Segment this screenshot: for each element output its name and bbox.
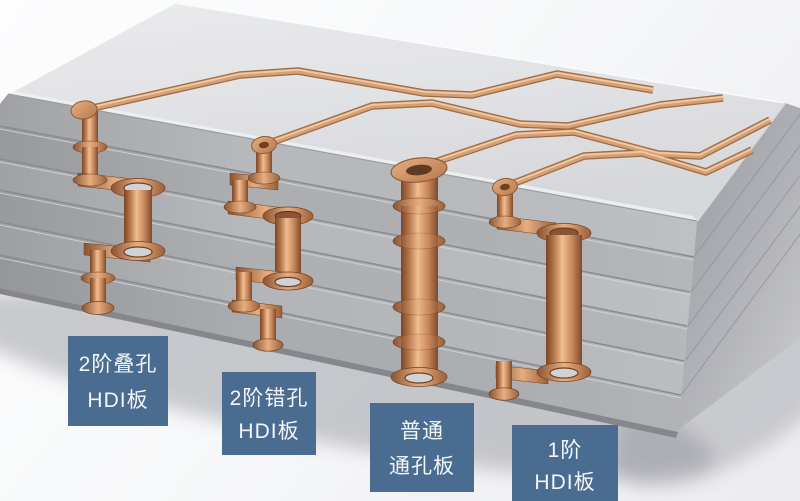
label-line: 通孔板 (389, 455, 455, 479)
label-line: HDI板 (238, 420, 300, 444)
stacked-vias-graphic (72, 111, 166, 315)
label-line: 普通 (400, 419, 444, 443)
top-copper-traces (83, 67, 772, 188)
label-one-stage-hdi: 1阶 HDI板 (512, 425, 618, 501)
label-staggered-2-stage-hdi: 2阶错孔 HDI板 (222, 372, 316, 455)
label-through-hole-board: 普通 通孔板 (370, 403, 474, 492)
board-bottom-bevel (0, 288, 678, 438)
label-line: HDI板 (534, 471, 596, 495)
staggered-vias-graphic (223, 147, 314, 352)
board-front-face (0, 94, 697, 438)
label-line: 2阶错孔 (229, 386, 309, 410)
label-stacked-2-stage-hdi: 2阶叠孔 HDI板 (68, 336, 168, 426)
label-line: 2阶叠孔 (78, 353, 158, 376)
label-line: HDI板 (87, 389, 149, 412)
top-via-pads (70, 100, 518, 197)
label-line: 1阶 (547, 438, 583, 462)
board-right-face (678, 103, 800, 430)
single-stage-via-graphic (488, 190, 592, 401)
board-top-face (7, 2, 786, 222)
through-hole-via-graphic (390, 172, 448, 387)
